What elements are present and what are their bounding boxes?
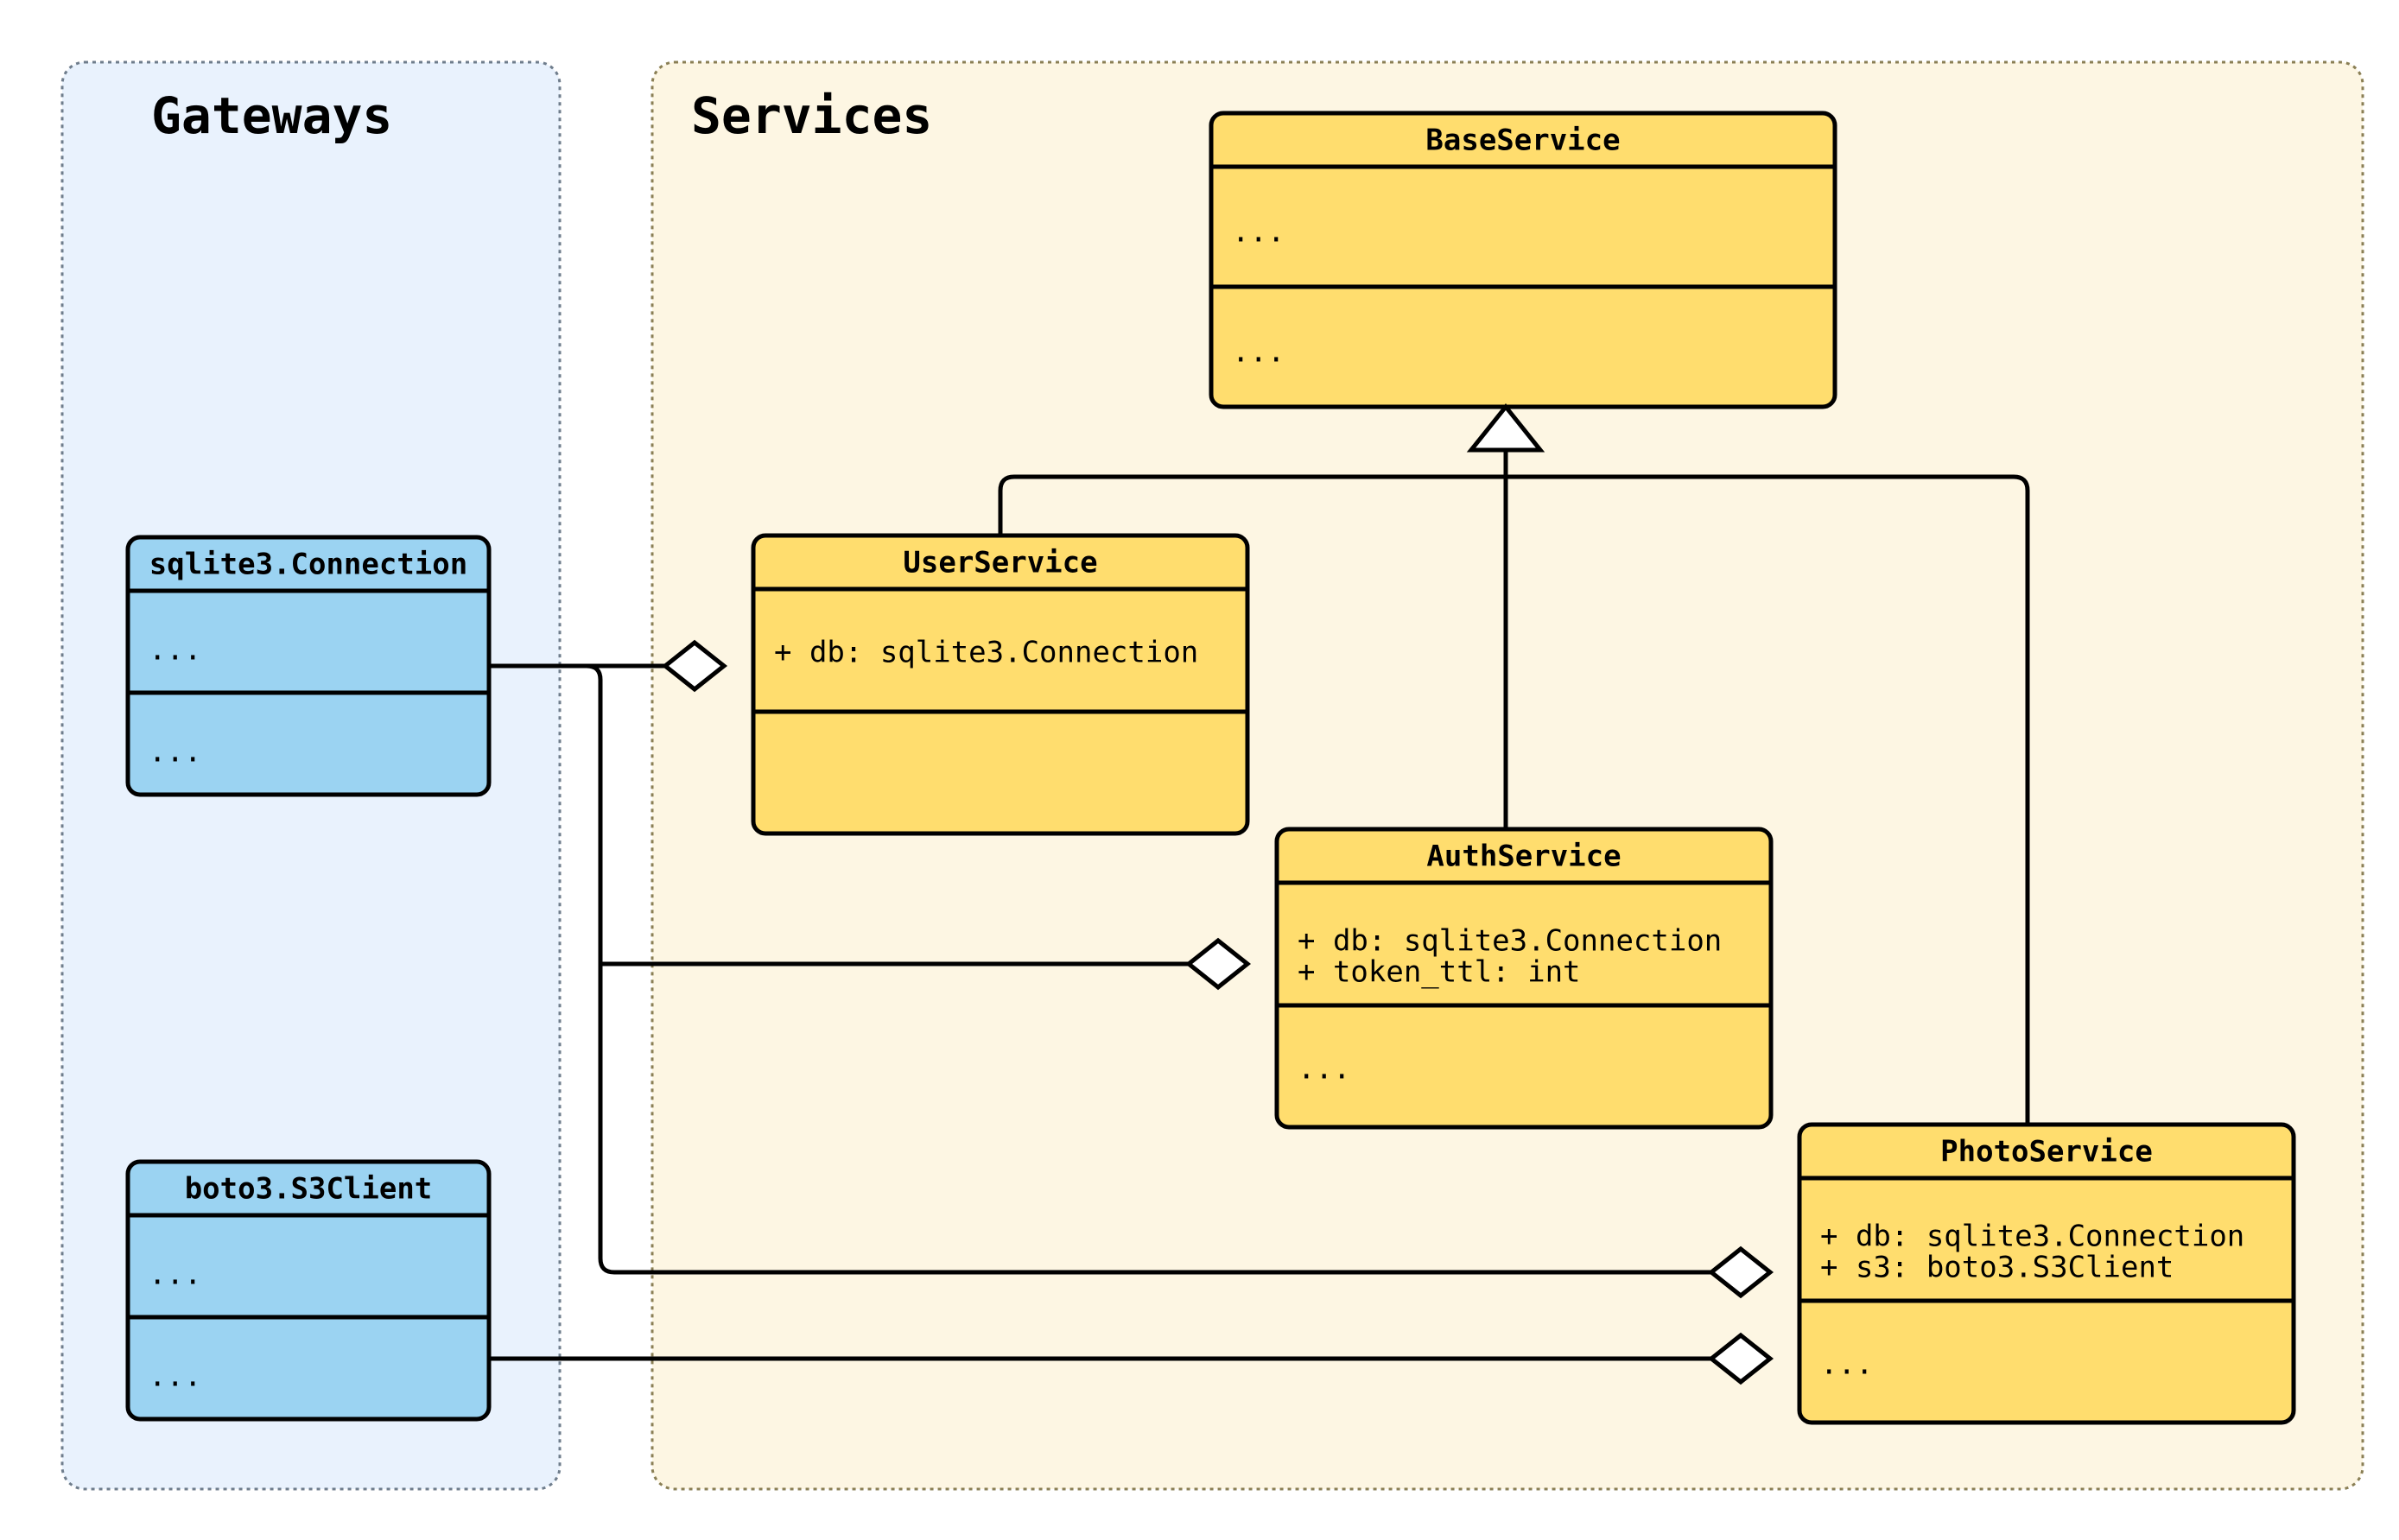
class-boto3-s3client-method: ... [149,1359,201,1394]
aggregation-diamond-icon-photoservice-db [1707,1245,1774,1299]
class-authservice[interactable]: AuthService + db: sqlite3.Connection + t… [1274,827,1774,1130]
markers-layer [661,402,1774,1385]
edge-agg-sqlite-authservice [489,663,1247,966]
class-authservice-method: ... [1298,1052,1350,1087]
class-sqlite3-connection-body [125,535,492,797]
aggregation-diamond-icon-photoservice-s3 [1707,1332,1774,1385]
class-authservice-attribute-token-ttl: + token_ttl: int [1298,955,1581,990]
class-userservice-body [751,533,1250,836]
class-baseservice-method: ... [1232,335,1285,370]
class-sqlite3-connection-method: ... [149,735,201,770]
package-gateways-title: Gateways [151,86,392,145]
class-baseservice-body [1209,111,1837,409]
edge-agg-sqlite-photoservice [598,680,1770,1275]
edge-inherit-userservice-baseservice [998,432,1508,536]
generalization-triangle-icon [1466,402,1545,453]
class-userservice[interactable]: UserService + db: sqlite3.Connection [751,533,1250,836]
class-boto3-s3client[interactable]: boto3.S3Client ... ... [125,1159,492,1422]
class-photoservice-body [1797,1122,2296,1425]
class-boto3-s3client-body [125,1159,492,1422]
aggregation-diamond-icon-userservice-db [661,639,728,693]
class-sqlite3-connection[interactable]: sqlite3.Connection ... ... [125,535,492,797]
package-services-title: Services [691,86,932,145]
class-baseservice[interactable]: BaseService ... ... [1209,111,1837,409]
class-photoservice-attribute-db: + db: sqlite3.Connection [1820,1220,2244,1254]
class-userservice-title: UserService [903,546,1097,580]
class-sqlite3-connection-attribute: ... [149,633,201,668]
class-authservice-title: AuthService [1426,840,1621,874]
class-photoservice[interactable]: PhotoService + db: sqlite3.Connection + … [1797,1122,2296,1425]
class-photoservice-method: ... [1820,1347,1873,1382]
class-baseservice-title: BaseService [1425,124,1620,158]
class-authservice-attribute-db: + db: sqlite3.Connection [1298,924,1722,959]
class-baseservice-attribute: ... [1232,215,1285,250]
aggregation-diamond-icon-authservice-db [1184,937,1252,991]
edge-inherit-photoservice-baseservice [1503,432,2030,1125]
relations-layer [489,432,2030,1361]
class-photoservice-attribute-s3: + s3: boto3.S3Client [1820,1251,2174,1285]
class-authservice-body [1274,827,1774,1130]
class-boto3-s3client-attribute: ... [149,1258,201,1292]
class-sqlite3-connection-title: sqlite3.Connection [149,548,467,582]
class-userservice-attribute-db: + db: sqlite3.Connection [774,636,1198,670]
class-boto3-s3client-title: boto3.S3Client [185,1172,433,1207]
class-photoservice-title: PhotoService [1940,1135,2153,1169]
